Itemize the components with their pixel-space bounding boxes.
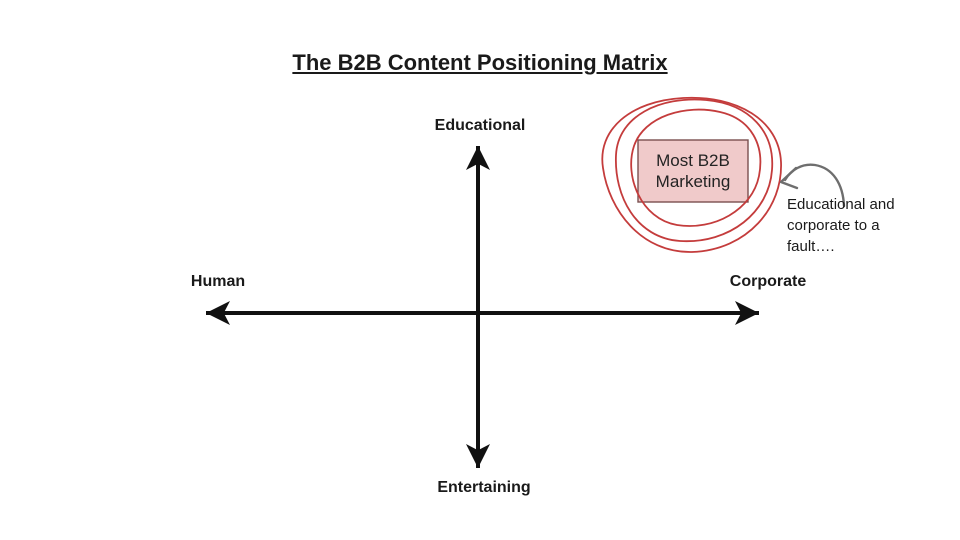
axis-label-entertaining: Entertaining: [437, 479, 531, 496]
annotation-text: Educational and corporate to a fault….: [787, 196, 895, 255]
most-b2b-marketing-label: Most B2B Marketing: [655, 151, 731, 191]
axis-label-human: Human: [190, 273, 246, 290]
most-b2b-marketing-box: [637, 139, 749, 203]
scribble-circle-icon: [630, 108, 762, 227]
axis-label-corporate: Corporate: [729, 273, 807, 290]
axis-label-educational: Educational: [434, 117, 526, 134]
annotation-arrowhead-icon: [779, 166, 799, 190]
scribble-circle-icon: [601, 96, 782, 253]
scribble-circle-icon: [615, 98, 774, 242]
page-title: The B2B Content Positioning Matrix: [292, 50, 668, 75]
